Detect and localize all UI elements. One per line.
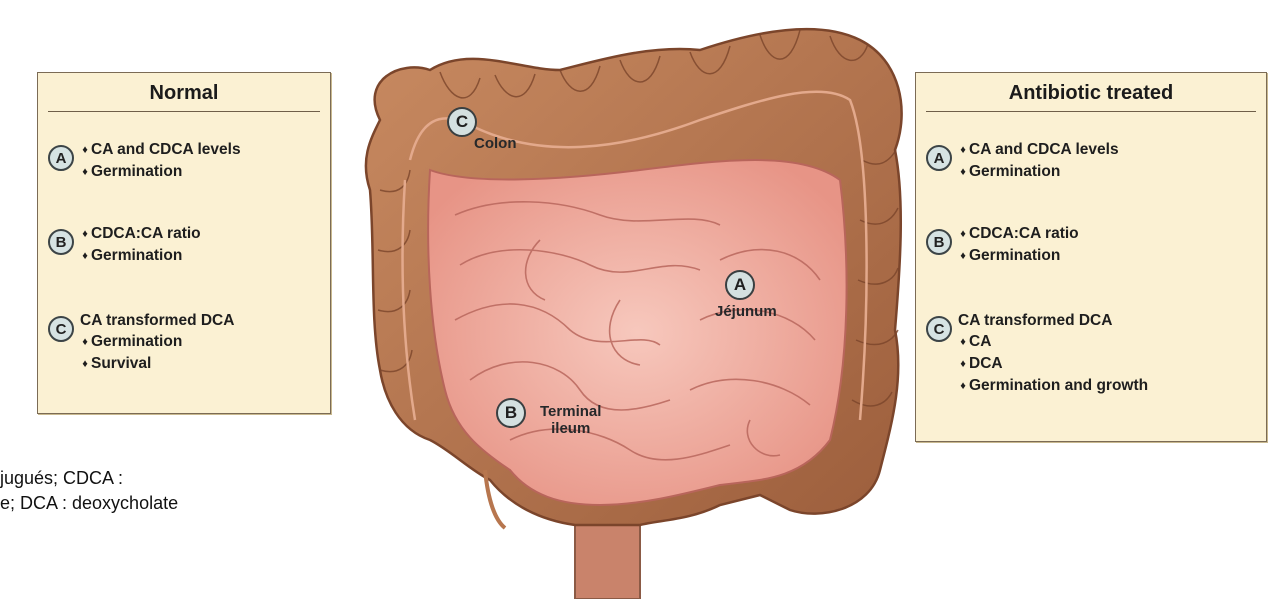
normal-panel-title: Normal xyxy=(48,73,320,112)
normal-a-line-1: ♦CA and CDCA levels xyxy=(80,139,241,161)
ileum-label: Terminal ileum xyxy=(540,403,601,437)
arrow-icon: ♦ xyxy=(958,354,968,375)
jejunum-label: Jéjunum xyxy=(715,303,777,320)
badge-b: B xyxy=(926,229,952,255)
antibiotic-panel: Antibiotic treated A ♦CA and CDCA levels… xyxy=(915,72,1267,442)
antibiotic-a-line-2: ♦Germination xyxy=(958,161,1119,183)
antibiotic-a-line-1: ♦CA and CDCA levels xyxy=(958,139,1119,161)
ileum-badge: B xyxy=(496,398,526,428)
arrow-icon: ♦ xyxy=(80,354,90,375)
arrow-icon: ♦ xyxy=(958,140,968,161)
rectum xyxy=(575,520,640,599)
caption-line-1: jugués; CDCA : xyxy=(0,466,178,491)
arrow-icon: ♦ xyxy=(80,246,90,267)
antibiotic-section-c: C CA transformed DCA ♦CA ♦DCA ♦Germinati… xyxy=(926,310,1148,397)
badge-c: C xyxy=(48,316,74,342)
normal-section-a: A ♦CA and CDCA levels ♦Germination xyxy=(48,139,241,183)
normal-c-line-2: ♦Germination xyxy=(80,331,234,353)
caption: jugués; CDCA : e; DCA : deoxycholate xyxy=(0,466,178,516)
normal-b-line-2: ♦Germination xyxy=(80,245,201,267)
normal-a-line-2: ♦Germination xyxy=(80,161,241,183)
arrow-icon: ♦ xyxy=(958,332,968,353)
arrow-icon: ♦ xyxy=(80,140,90,161)
colon-badge: C xyxy=(447,107,477,137)
colon-label: Colon xyxy=(474,135,517,152)
badge-b: B xyxy=(48,229,74,255)
normal-section-b: B ♦CDCA:CA ratio ♦Germination xyxy=(48,223,201,267)
caption-line-2: e; DCA : deoxycholate xyxy=(0,491,178,516)
arrow-icon: ♦ xyxy=(958,246,968,267)
antibiotic-c-line-2: ♦CA xyxy=(958,331,1148,353)
antibiotic-c-line-4: ♦Germination and growth xyxy=(958,375,1148,397)
antibiotic-b-line-2: ♦Germination xyxy=(958,245,1079,267)
antibiotic-b-line-1: ♦CDCA:CA ratio xyxy=(958,223,1079,245)
antibiotic-panel-title: Antibiotic treated xyxy=(926,73,1256,112)
antibiotic-section-b: B ♦CDCA:CA ratio ♦Germination xyxy=(926,223,1079,267)
normal-section-c: C CA transformed DCA ♦Germination ♦Survi… xyxy=(48,310,234,375)
jejunum-badge: A xyxy=(725,270,755,300)
arrow-icon: ♦ xyxy=(80,162,90,183)
badge-a: A xyxy=(48,145,74,171)
arrow-icon: ♦ xyxy=(80,224,90,245)
antibiotic-section-a: A ♦CA and CDCA levels ♦Germination xyxy=(926,139,1119,183)
antibiotic-c-line-1: CA transformed DCA xyxy=(958,310,1148,331)
arrow-icon: ♦ xyxy=(958,162,968,183)
arrow-icon: ♦ xyxy=(80,332,90,353)
normal-panel: Normal A ♦CA and CDCA levels ♦Germinatio… xyxy=(37,72,331,414)
badge-c: C xyxy=(926,316,952,342)
normal-b-line-1: ♦CDCA:CA ratio xyxy=(80,223,201,245)
arrow-icon: ♦ xyxy=(958,376,968,397)
normal-c-line-1: CA transformed DCA xyxy=(80,310,234,331)
arrow-icon: ♦ xyxy=(958,224,968,245)
badge-a: A xyxy=(926,145,952,171)
antibiotic-c-line-3: ♦DCA xyxy=(958,353,1148,375)
normal-c-line-3: ♦Survival xyxy=(80,353,234,375)
